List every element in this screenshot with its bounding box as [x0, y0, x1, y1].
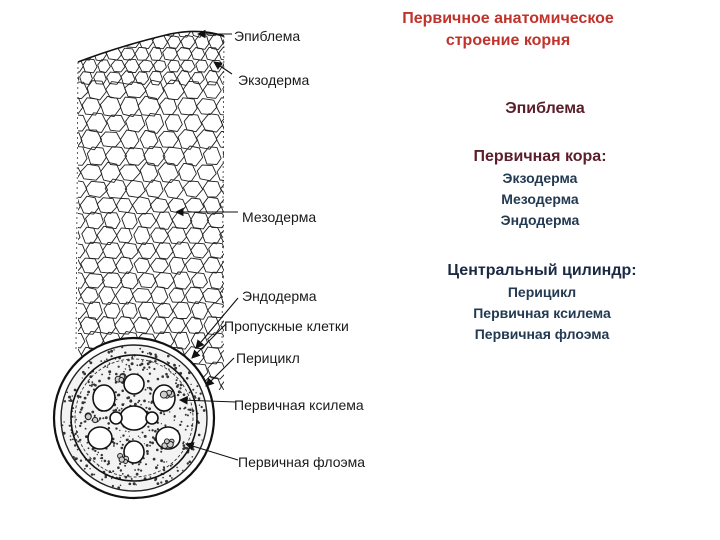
pointer-primary-phloem: [184, 442, 239, 461]
pointer-passage-cells: [191, 323, 227, 359]
legend-primary-cortex: Первичная кора: Экзодерма Мезодерма Эндо…: [440, 146, 640, 231]
label-primary-phloem: Первичная флоэма: [238, 454, 366, 470]
epiblema-edge: [77, 30, 225, 63]
legend-primary-cortex-heading: Первичная кора:: [473, 148, 607, 165]
pointer-primary-xylem: [178, 395, 237, 405]
legend-cylinder-item: Первичная флоэма: [474, 326, 610, 342]
legend-cortex-item: Экзодерма: [502, 170, 578, 186]
legend-epiblema: Эпиблема: [505, 100, 585, 117]
label-primary-xylem: Первичная ксилема: [234, 397, 364, 413]
pointer-exoderma: [213, 61, 233, 75]
pointer-endoderma: [195, 297, 239, 349]
cortex-tissue: [75, 30, 225, 391]
label-pericycle: Перицикл: [236, 350, 300, 366]
legend-cortex-item: Эндодерма: [500, 212, 580, 228]
legend-central-cylinder: Центральный цилиндр: Перицикл Первичная …: [412, 260, 672, 345]
central-cylinder-section: [52, 336, 216, 500]
label-endoderma: Эндодерма: [242, 288, 317, 304]
pointer-pericycle: [205, 357, 235, 387]
label-exoderma: Экзодерма: [238, 72, 310, 88]
legend-cortex-item: Мезодерма: [501, 191, 579, 207]
legend-cylinder-item: Перицикл: [507, 284, 577, 300]
page-title: Первичное анатомическое строение корня: [402, 10, 614, 49]
legend-cylinder-item: Первичная ксилема: [473, 305, 611, 321]
pointer-lines: [174, 29, 239, 461]
legend-central-cylinder-heading: Центральный цилиндр:: [447, 262, 637, 279]
label-mesoderma: Мезодерма: [242, 209, 317, 225]
label-passage-cells: Пропускные клетки: [224, 318, 349, 334]
label-epiblema: Эпиблема: [234, 28, 301, 44]
